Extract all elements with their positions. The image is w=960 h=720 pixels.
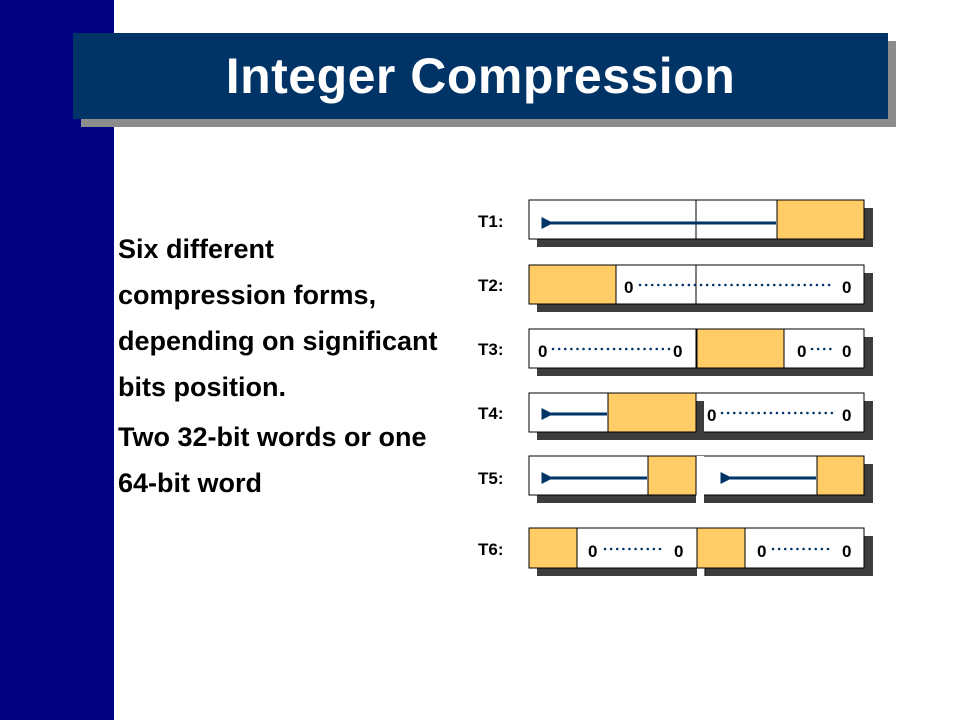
zero-end: 0 (842, 278, 851, 297)
bullet-list: Six different compression forms, dependi… (86, 226, 446, 508)
zero-start: 0 (707, 406, 716, 425)
row-t1: T1: (478, 199, 873, 247)
significant-bits-block-word2 (816, 455, 865, 496)
zero-end: 0 (842, 406, 851, 425)
row-t4: T4: 0 0 (478, 392, 873, 440)
significant-bits-block-word2 (696, 527, 746, 569)
bullet-text: Six different compression forms, dependi… (118, 234, 438, 402)
significant-bits-block (776, 199, 865, 240)
row-t2: T2: 0 0 (478, 264, 873, 312)
row-label: T6: (478, 540, 504, 559)
zero-end: 0 (674, 542, 683, 561)
significant-bits-block-word1 (647, 455, 697, 496)
row-label: T2: (478, 276, 504, 295)
row-label: T3: (478, 340, 504, 359)
zero-end: 0 (842, 542, 851, 561)
zero-start: 0 (538, 342, 547, 361)
square-bullet-icon (86, 429, 99, 442)
significant-bits-block-word1 (528, 527, 578, 569)
zero-start: 0 (757, 542, 766, 561)
row-t3: T3: 0 0 0 0 (478, 328, 873, 376)
word-gap (696, 456, 704, 503)
row-t5: T5: (478, 455, 873, 503)
square-bullet-icon (86, 241, 99, 254)
title-banner: Integer Compression (73, 33, 888, 119)
significant-bits-block (696, 328, 785, 369)
bullet-item: Two 32-bit words or one 64-bit word (86, 414, 446, 506)
significant-bits-block (528, 264, 617, 305)
row-t6: T6: 0 0 0 0 (478, 527, 873, 576)
zero-start: 0 (624, 278, 633, 297)
zero-end: 0 (842, 342, 851, 361)
significant-bits-block (607, 392, 697, 433)
row-label: T4: (478, 404, 504, 423)
row-label: T5: (478, 469, 504, 488)
zero-end: 0 (673, 342, 682, 361)
bullet-text: Two 32-bit words or one 64-bit word (118, 422, 427, 498)
page-title: Integer Compression (225, 48, 736, 104)
zero-start: 0 (588, 542, 597, 561)
zero-start: 0 (797, 342, 806, 361)
row-label: T1: (478, 212, 504, 231)
bullet-item: Six different compression forms, dependi… (86, 226, 446, 410)
